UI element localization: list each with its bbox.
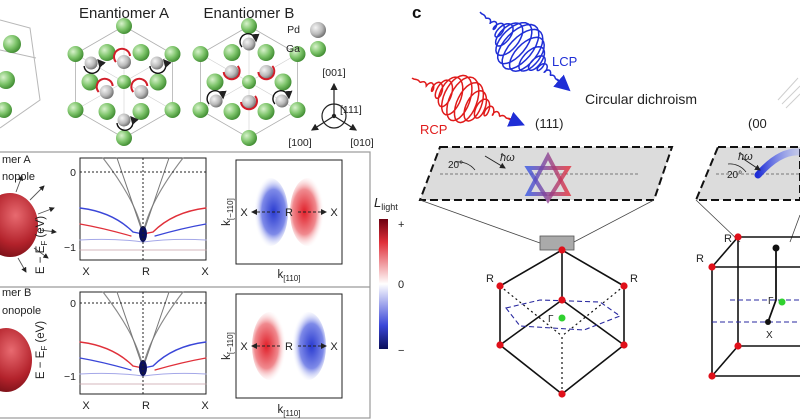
svg-text:[010]: [010] — [350, 137, 373, 149]
svg-text:k[−110]: k[−110] — [221, 332, 235, 360]
crystal-enantiomer-a — [67, 18, 181, 146]
svg-text:X: X — [766, 330, 773, 341]
colorbar-l-light: Llight + 0 − — [374, 195, 404, 357]
svg-text:−: − — [398, 345, 404, 357]
partial-wave-right — [777, 77, 800, 109]
svg-text:X: X — [240, 207, 248, 219]
monopole-b — [0, 328, 32, 392]
circular-dichroism-label: Circular dichroism — [585, 91, 697, 107]
svg-text:E − EF (eV): E − EF (eV) — [35, 216, 49, 274]
svg-text:R: R — [724, 233, 732, 245]
surface-plane-001: 20° ħω — [694, 146, 800, 243]
svg-text:X: X — [201, 400, 209, 412]
svg-text:X: X — [330, 207, 338, 219]
crystal-enantiomer-b — [192, 18, 306, 146]
svg-text:Llight: Llight — [374, 195, 398, 212]
face-00-label: (00 — [748, 116, 767, 131]
svg-text:[001]: [001] — [322, 67, 345, 79]
svg-text:X: X — [82, 266, 90, 278]
svg-text:20°: 20° — [448, 160, 463, 171]
svg-text:−1: −1 — [64, 371, 76, 383]
svg-text:+: + — [398, 219, 404, 231]
panel-c-label: c — [412, 3, 421, 22]
unit-cell-fragment — [0, 19, 41, 129]
svg-text:R: R — [696, 253, 704, 265]
rcp-label: RCP — [420, 122, 447, 137]
svg-text:0: 0 — [398, 279, 404, 291]
svg-text:X: X — [240, 341, 248, 353]
legend-pd-sphere — [310, 22, 326, 38]
svg-text:k[110]: k[110] — [278, 269, 301, 283]
crystal-axes: [001] [111] [100] [010] — [288, 67, 373, 149]
svg-text:Γ: Γ — [768, 296, 774, 307]
svg-text:R: R — [486, 273, 494, 285]
svg-text:X: X — [330, 341, 338, 353]
lcp-label: LCP — [552, 54, 577, 69]
svg-text:0: 0 — [70, 167, 76, 179]
enantiomer-b-title: Enantiomer B — [204, 5, 295, 22]
face-111-label: (111) — [535, 116, 563, 131]
svg-text:[111]: [111] — [340, 104, 362, 116]
bands-panel-frame — [0, 151, 371, 419]
svg-text:k[110]: k[110] — [278, 404, 301, 418]
lcp-wave-packet — [479, 11, 571, 92]
enantiomer-a-title: Enantiomer A — [79, 5, 169, 22]
svg-text:R: R — [142, 400, 150, 412]
legend-ga-label: Ga — [286, 43, 300, 55]
svg-text:[100]: [100] — [288, 137, 311, 149]
svg-text:ħω: ħω — [500, 152, 515, 164]
monopole-a — [0, 175, 57, 273]
svg-text:X: X — [201, 266, 209, 278]
svg-text:R: R — [285, 207, 293, 219]
row-a-partial-title: mer A — [2, 154, 31, 166]
svg-text:X: X — [82, 400, 90, 412]
legend-ga-sphere — [310, 41, 326, 57]
svg-text:0: 0 — [70, 298, 76, 310]
svg-text:R: R — [285, 341, 293, 353]
svg-text:Γ: Γ — [548, 314, 554, 325]
row-b-partial-subtitle: onopole — [2, 305, 41, 317]
band-plot-a: E − EF (eV) 0 −1 X R X — [35, 157, 209, 278]
brillouin-zone-001: Γ X R R — [696, 233, 800, 380]
svg-text:20°: 20° — [727, 170, 742, 181]
surface-plane-111: 20° ħω — [418, 146, 674, 251]
svg-text:ħω: ħω — [738, 151, 753, 163]
row-a-partial-subtitle: nopole — [2, 171, 35, 183]
svg-text:R: R — [630, 273, 638, 285]
legend-pd-label: Pd — [287, 24, 300, 36]
svg-text:−1: −1 — [64, 242, 76, 254]
svg-text:k[−110]: k[−110] — [221, 198, 235, 226]
svg-text:E − EF (eV): E − EF (eV) — [35, 321, 49, 379]
rcp-wave-packet — [411, 74, 525, 127]
svg-text:R: R — [142, 266, 150, 278]
band-plot-b: E − EF (eV) 0 −1 X R X — [35, 291, 209, 412]
row-b-partial-title: mer B — [2, 287, 31, 299]
brillouin-zone-111: Γ R R — [486, 246, 638, 398]
kspace-map-a: X R X k[−110] k[110] — [221, 159, 343, 283]
kspace-map-b: X R X k[−110] k[110] — [221, 293, 343, 418]
